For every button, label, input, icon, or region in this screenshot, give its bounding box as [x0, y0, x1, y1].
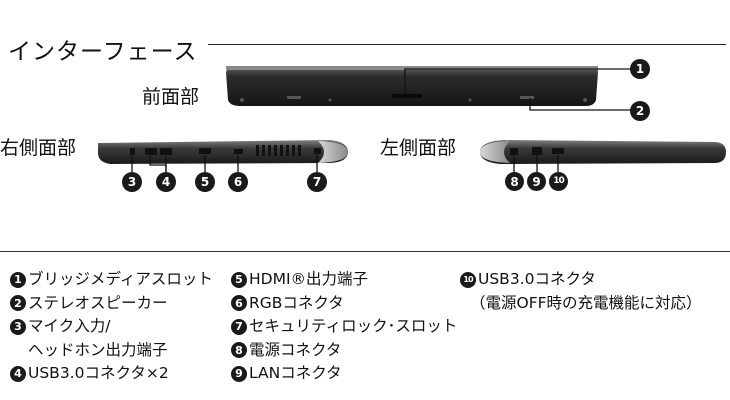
legend-text: HDMI®出力端子: [249, 270, 369, 288]
marker-9: 9: [527, 172, 546, 191]
legend-text: ブリッジメディアスロット: [28, 270, 213, 288]
legend-item-continuation: ヘッドホン出力端子: [10, 339, 213, 363]
marker-1: 1: [630, 59, 650, 79]
legend-text: USB3.0コネクタ: [478, 270, 596, 288]
legend-number: 5: [231, 271, 247, 288]
marker-3: 3: [122, 172, 142, 192]
legend-text: LANコネクタ: [249, 364, 342, 382]
legend-number: 7: [231, 318, 247, 335]
legend-text: ヘッドホン出力端子: [28, 340, 168, 359]
marker-2: 2: [630, 101, 650, 121]
legend-text: セキュリティロック･スロット: [249, 317, 458, 335]
left-view-label: 左側面部: [380, 137, 457, 159]
right-view-label: 右側面部: [0, 137, 77, 159]
section-divider: [0, 251, 730, 252]
legend-text: 電源コネクタ: [249, 340, 342, 359]
legend-number: 1: [10, 271, 26, 288]
legend-text: （電源OFF時の充電機能に対応）: [470, 293, 702, 312]
marker-4: 4: [156, 172, 176, 192]
marker-10: 10: [549, 172, 568, 191]
section-title: インターフェース: [8, 39, 198, 65]
front-view-device: [226, 66, 598, 106]
left-side-view-device: [480, 140, 726, 164]
legend-item-continuation: （電源OFF時の充電機能に対応）: [460, 292, 702, 316]
legend-number: 8: [231, 342, 247, 359]
legend-number: 10: [460, 271, 476, 288]
legend-number: 6: [231, 295, 247, 312]
legend-number: 2: [10, 295, 26, 312]
card-slot-shape: [392, 94, 422, 98]
legend-text: USB3.0コネクタ×2: [28, 364, 169, 382]
legend-number: 3: [10, 318, 26, 335]
device-views-illustration: [98, 66, 726, 172]
legend-text: RGBコネクタ: [249, 293, 344, 312]
title-rule: [208, 44, 726, 45]
legend-number: 9: [231, 365, 247, 382]
legend-text: ステレオスピーカー: [28, 293, 168, 312]
legend-text: マイク入力/: [28, 317, 111, 335]
marker-8: 8: [505, 172, 524, 191]
marker-6: 6: [228, 172, 248, 192]
marker-5: 5: [195, 172, 215, 192]
marker-7: 7: [307, 172, 327, 192]
front-view-label: 前面部: [142, 86, 200, 108]
legend-number: 4: [10, 365, 26, 382]
right-side-view-device: [98, 140, 348, 164]
